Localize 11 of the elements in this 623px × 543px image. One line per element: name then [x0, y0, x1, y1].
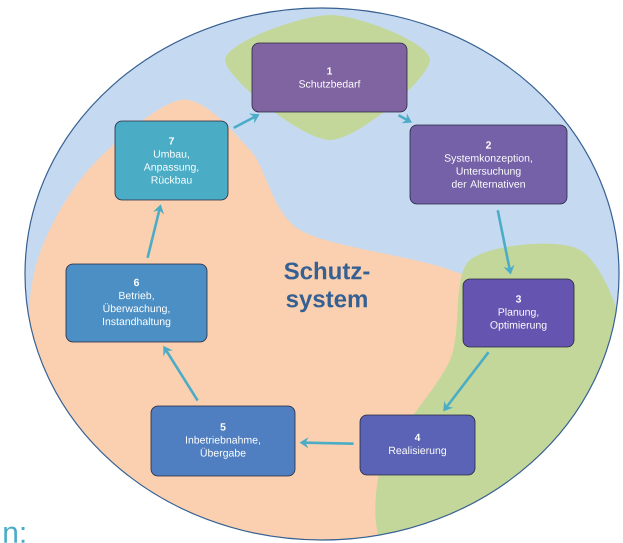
- step-box: 7 Umbau, Anpassung, Rückbau: [114, 120, 228, 200]
- step-box: 2 Systemkonzeption, Untersuchung der Alternativen: [410, 124, 568, 204]
- step-box: 5 Inbetriebnahme, Übergabe: [150, 406, 296, 476]
- center-title: Schutz- system: [284, 262, 370, 312]
- step-box: 4 Realisierung: [360, 414, 476, 476]
- step-box: 6 Betrieb, Überwachung, Instandhaltung: [66, 264, 208, 342]
- arrow: [443, 351, 490, 412]
- cut-off-text: n:: [4, 526, 24, 543]
- step-box: 3 Planung, Optimierung: [462, 278, 574, 348]
- ellipse: [24, 7, 620, 541]
- step-box: 1 Schutzbedarf: [252, 42, 408, 112]
